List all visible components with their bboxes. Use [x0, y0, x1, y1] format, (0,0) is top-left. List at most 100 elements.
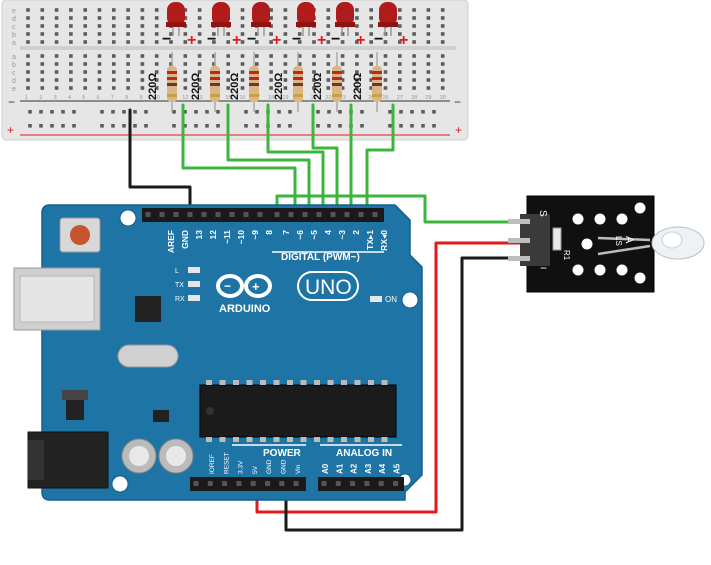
breadboard-hole	[369, 78, 373, 82]
column-number: 1	[25, 95, 28, 101]
led-minus-mark: −	[292, 31, 301, 48]
led-plus-mark: +	[399, 32, 408, 49]
sensor-led-leg	[597, 244, 651, 256]
breadboard-hole	[140, 16, 145, 20]
breadboard-hole	[197, 70, 202, 74]
breadboard-hole	[212, 40, 216, 44]
breadboard-hole	[83, 62, 87, 66]
row-letter: e	[12, 8, 16, 15]
breadboard-hole	[54, 40, 59, 44]
resistor-band	[293, 77, 303, 80]
sensor-holes	[572, 202, 646, 284]
breadboard-hole	[69, 16, 73, 20]
column-number: 13	[197, 95, 203, 101]
column-number: 24	[354, 95, 360, 101]
chip-leg	[219, 380, 226, 385]
resistor-band	[167, 71, 177, 74]
header-hole	[372, 212, 378, 217]
breadboard-hole	[26, 70, 30, 74]
sensor-hole	[616, 264, 628, 276]
breadboard-hole	[426, 70, 431, 74]
rail-hole	[255, 124, 259, 128]
chip-leg	[219, 437, 226, 442]
row-letter: d	[12, 78, 16, 85]
breadboard-hole	[283, 62, 288, 66]
breadboard-hole	[69, 8, 73, 12]
breadboard-hole	[112, 78, 116, 82]
rail-hole	[72, 110, 76, 114]
rail-hole	[133, 110, 137, 114]
breadboard-hole	[112, 86, 116, 90]
breadboard-hole	[83, 54, 87, 58]
digital-header-left	[142, 208, 272, 222]
breadboard-hole	[355, 16, 359, 20]
breadboard-hole	[412, 70, 416, 74]
rail-hole	[288, 124, 292, 128]
sensor-hole	[594, 213, 606, 225]
digital-pin-label: ~11	[222, 230, 232, 244]
analog-pin-label: A1	[335, 463, 344, 474]
resistor-band	[210, 83, 220, 86]
breadboard-hole	[369, 62, 373, 66]
wire-green-led4	[311, 103, 339, 210]
breadboard-hole	[312, 32, 316, 36]
header-hole	[378, 481, 384, 486]
sensor-led-leg	[597, 236, 651, 242]
breadboard-hole	[398, 86, 402, 90]
breadboard-hole	[140, 32, 145, 36]
breadboard-hole	[97, 86, 102, 90]
header-hole	[250, 481, 256, 486]
column-number: 5	[82, 95, 85, 101]
breadboard-hole	[440, 16, 445, 20]
breadboard-hole	[97, 16, 102, 20]
breadboard-hole	[398, 62, 402, 66]
header-hole	[293, 481, 299, 486]
breadboard-hole	[97, 54, 102, 58]
breadboard-hole	[326, 16, 331, 20]
digital-pin-label: TX▸1	[365, 230, 375, 250]
breadboard-hole	[154, 24, 159, 28]
analog-pin-label: A4	[378, 463, 387, 474]
breadboard-hole	[40, 54, 45, 58]
led-body	[336, 2, 354, 26]
breadboard-hole	[183, 54, 188, 58]
breadboard-hole	[340, 40, 345, 44]
header-hole	[257, 212, 263, 217]
breadboard-hole	[83, 40, 87, 44]
breadboard-hole	[355, 70, 359, 74]
row-letter: c	[12, 70, 16, 77]
breadboard-hole	[140, 8, 145, 12]
analog-label: ANALOG IN	[336, 448, 392, 459]
rail-hole	[39, 124, 43, 128]
row-letter: a	[12, 40, 16, 47]
breadboard-hole	[355, 24, 359, 28]
rail-hole	[432, 124, 436, 128]
breadboard-hole	[54, 16, 59, 20]
breadboard-hole	[240, 24, 245, 28]
row-letter: b	[12, 62, 16, 69]
breadboard-hole	[369, 8, 373, 12]
breadboard-hole	[326, 62, 331, 66]
breadboard-hole	[440, 24, 445, 28]
led-body	[167, 2, 185, 26]
rail-hole	[61, 124, 65, 128]
chip-leg	[341, 380, 347, 385]
header-hole	[279, 481, 285, 486]
rail-hole	[194, 124, 198, 128]
breadboard-hole	[154, 40, 159, 44]
breadboard-hole	[426, 16, 431, 20]
digital-pin-label: ~6	[295, 230, 305, 240]
rail-hole	[194, 110, 198, 114]
resistor-band	[332, 71, 342, 74]
resistor-band	[167, 77, 177, 80]
breadboard-hole	[97, 62, 102, 66]
resistor-band	[372, 71, 382, 74]
breadboard-hole	[97, 8, 102, 12]
breadboard-hole	[54, 8, 59, 12]
breadboard-hole	[412, 78, 416, 82]
breadboard-hole	[54, 24, 59, 28]
rail-hole	[100, 124, 104, 128]
power-pin-label: 3.3V	[238, 460, 245, 474]
breadboard-hole	[269, 86, 273, 90]
